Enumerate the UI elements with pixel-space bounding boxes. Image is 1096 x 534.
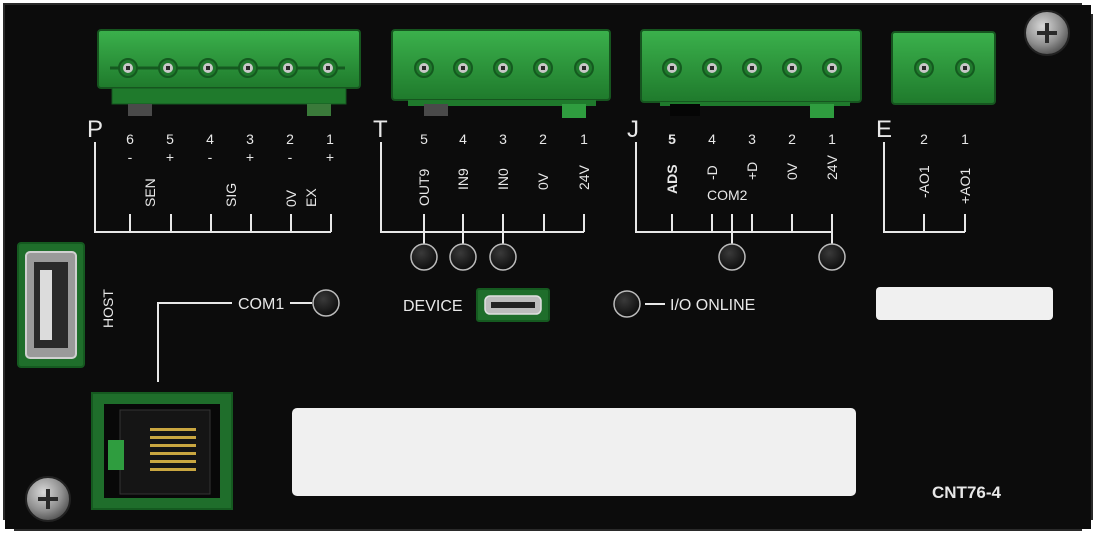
pin-number: 1: [580, 131, 588, 147]
pin-number: 5: [420, 131, 428, 147]
corner-marks: [3, 3, 1093, 531]
pin-sign: -: [208, 149, 213, 165]
p-group-0v: 0V: [283, 189, 299, 207]
block-letter-t: T: [373, 116, 388, 143]
terminal-block-t[interactable]: [391, 29, 611, 118]
led-icon: [312, 289, 340, 317]
pin-sign: +: [326, 149, 334, 165]
pin-number: 3: [246, 131, 254, 147]
j-group-com2: COM2: [707, 187, 748, 203]
led-icon: [449, 243, 477, 271]
pin-number: 2: [539, 131, 547, 147]
pin-label: -AO1: [916, 165, 932, 198]
com1-lead: [157, 302, 232, 382]
screw-icon: [1024, 10, 1070, 56]
com1-label: COM1: [238, 296, 284, 313]
label-sticker-large: [292, 408, 856, 496]
led-icon: [410, 243, 438, 271]
pin-label: 0V: [535, 172, 551, 190]
pin-number: 2: [788, 131, 796, 147]
pin-number: 6: [126, 131, 134, 147]
micro-usb-port-icon[interactable]: [476, 288, 550, 322]
pin-number: 2: [920, 131, 928, 147]
block-letter-j: J: [627, 116, 639, 143]
usb-port-icon[interactable]: [17, 242, 85, 368]
led-icon: [613, 290, 641, 318]
pin-sign: -: [128, 149, 133, 165]
t-bracket: [380, 142, 585, 244]
pin-label: IN0: [495, 168, 511, 190]
block-letter-e: E: [876, 116, 892, 143]
label-sticker-small: [876, 287, 1053, 320]
host-label: HOST: [100, 289, 116, 328]
j-bracket: [635, 142, 833, 244]
rj-jack-icon[interactable]: [91, 392, 233, 510]
pin-label: IN9: [455, 168, 471, 190]
model-label: CNT76-4: [932, 483, 1002, 502]
device-label: DEVICE: [403, 298, 463, 315]
p-group-ex: EX: [303, 188, 319, 207]
pin-sign: -: [288, 149, 293, 165]
screw-icon: [25, 476, 71, 522]
pin-number: 1: [828, 131, 836, 147]
pin-label: 24V: [824, 154, 840, 180]
pin-number: 4: [206, 131, 214, 147]
pin-number: 4: [459, 131, 467, 147]
pin-number: 5: [166, 131, 174, 147]
pin-label: +AO1: [957, 168, 973, 204]
terminal-block-p[interactable]: [97, 29, 361, 116]
pin-number: 5: [668, 131, 676, 147]
pin-label: OUT9: [416, 168, 432, 206]
pin-number: 2: [286, 131, 294, 147]
p-group-sen: SEN: [142, 178, 158, 207]
pin-number: 3: [499, 131, 507, 147]
pin-label: -D: [704, 165, 720, 180]
block-letter-p: P: [87, 116, 103, 143]
pin-number: 1: [326, 131, 334, 147]
pin-sign: +: [246, 149, 254, 165]
e-bracket: [883, 142, 966, 233]
pin-label: ADS: [664, 164, 680, 194]
terminal-block-j[interactable]: [640, 29, 862, 118]
pin-number: 4: [708, 131, 716, 147]
pin-sign: +: [166, 149, 174, 165]
terminal-block-e[interactable]: [891, 31, 996, 105]
pin-label: +D: [744, 162, 760, 180]
led-icon: [718, 243, 746, 271]
pin-number: 3: [748, 131, 756, 147]
led-icon: [818, 243, 846, 271]
pin-number: 1: [961, 131, 969, 147]
p-bracket: [94, 142, 332, 233]
io-online-label: I/O ONLINE: [670, 297, 755, 314]
led-icon: [489, 243, 517, 271]
pin-label: 24V: [576, 164, 592, 190]
p-group-sig: SIG: [223, 183, 239, 207]
pin-label: 0V: [784, 162, 800, 180]
